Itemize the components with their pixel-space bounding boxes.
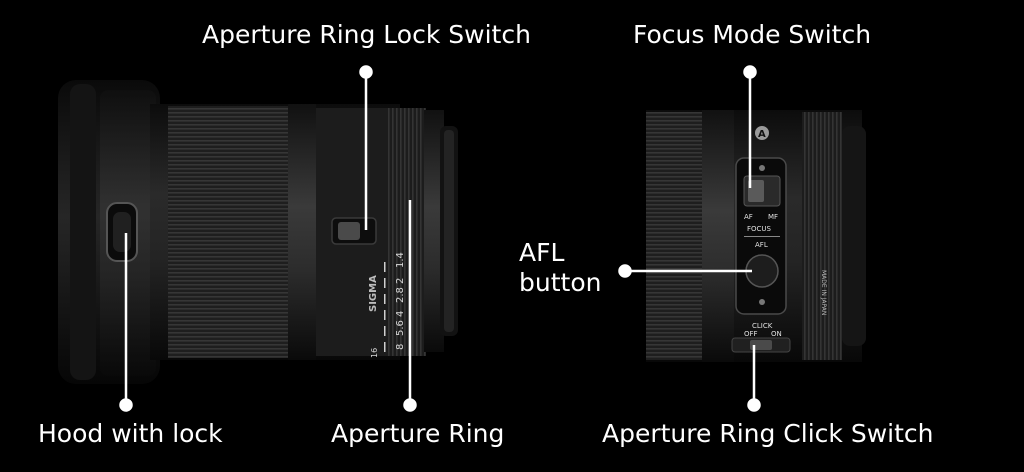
label-afl-line2: button (519, 268, 602, 297)
aperture-value-1-4: 1.4 (395, 252, 406, 268)
lens-side-view: 1.4 2 2.8 4 5.6 8 16 SIGMA (58, 80, 458, 384)
leader-lines (119, 65, 761, 412)
brand-logo-text: SIGMA (368, 275, 379, 312)
label-focus-mode-switch: Focus Mode Switch (633, 20, 872, 49)
aperture-value-16: 16 (370, 348, 379, 358)
af-label: AF (744, 213, 753, 221)
label-afl-button: AFL button (519, 238, 601, 298)
mode-badge (755, 126, 769, 140)
aperture-value-2: 2 (395, 278, 406, 284)
label-hood-with-lock: Hood with lock (38, 419, 223, 448)
label-aperture-ring-click-switch: Aperture Ring Click Switch (602, 419, 934, 448)
label-aperture-ring-lock-switch: Aperture Ring Lock Switch (202, 20, 531, 49)
afl-panel-label: AFL (755, 241, 768, 249)
label-afl-line1: AFL (519, 238, 565, 267)
mf-label: MF (768, 213, 778, 221)
aperture-value-8: 8 (395, 344, 406, 350)
aperture-value-2-8: 2.8 (395, 287, 406, 303)
aperture-scale (384, 262, 386, 352)
click-label: CLICK (752, 322, 773, 330)
focus-label: FOCUS (747, 225, 772, 233)
off-label: OFF (744, 330, 758, 338)
focus-ring-grip (168, 106, 288, 358)
on-label: ON (771, 330, 782, 338)
aperture-value-5-6: 5.6 (395, 320, 406, 336)
aperture-value-4: 4 (395, 311, 406, 317)
made-in-text: MADE IN JAPAN (820, 270, 827, 315)
mode-badge-letter: A (758, 129, 766, 140)
lens-top-view: A AF MF FOCUS AFL CLICK OFF ON MADE IN J… (646, 110, 866, 362)
label-aperture-ring: Aperture Ring (331, 419, 505, 448)
